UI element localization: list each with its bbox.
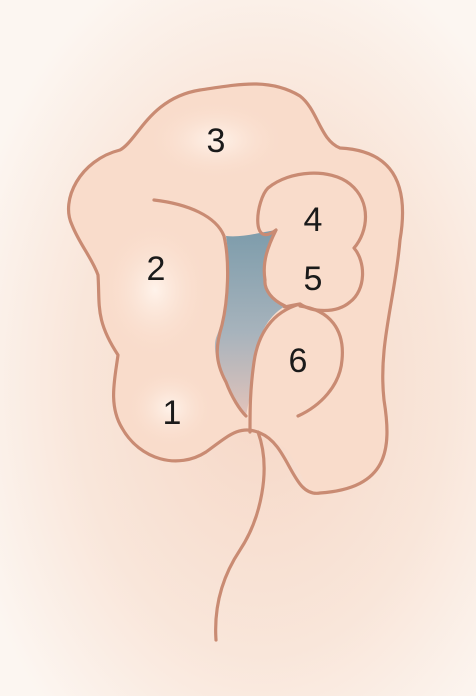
region-label-6: 6 [289, 342, 308, 380]
region-label-1: 1 [163, 394, 182, 432]
region-label-3: 3 [207, 122, 226, 160]
lobe-2-highlight [100, 220, 210, 360]
region-label-4: 4 [304, 201, 323, 239]
region-label-5: 5 [304, 260, 323, 298]
region-label-2: 2 [147, 250, 166, 288]
